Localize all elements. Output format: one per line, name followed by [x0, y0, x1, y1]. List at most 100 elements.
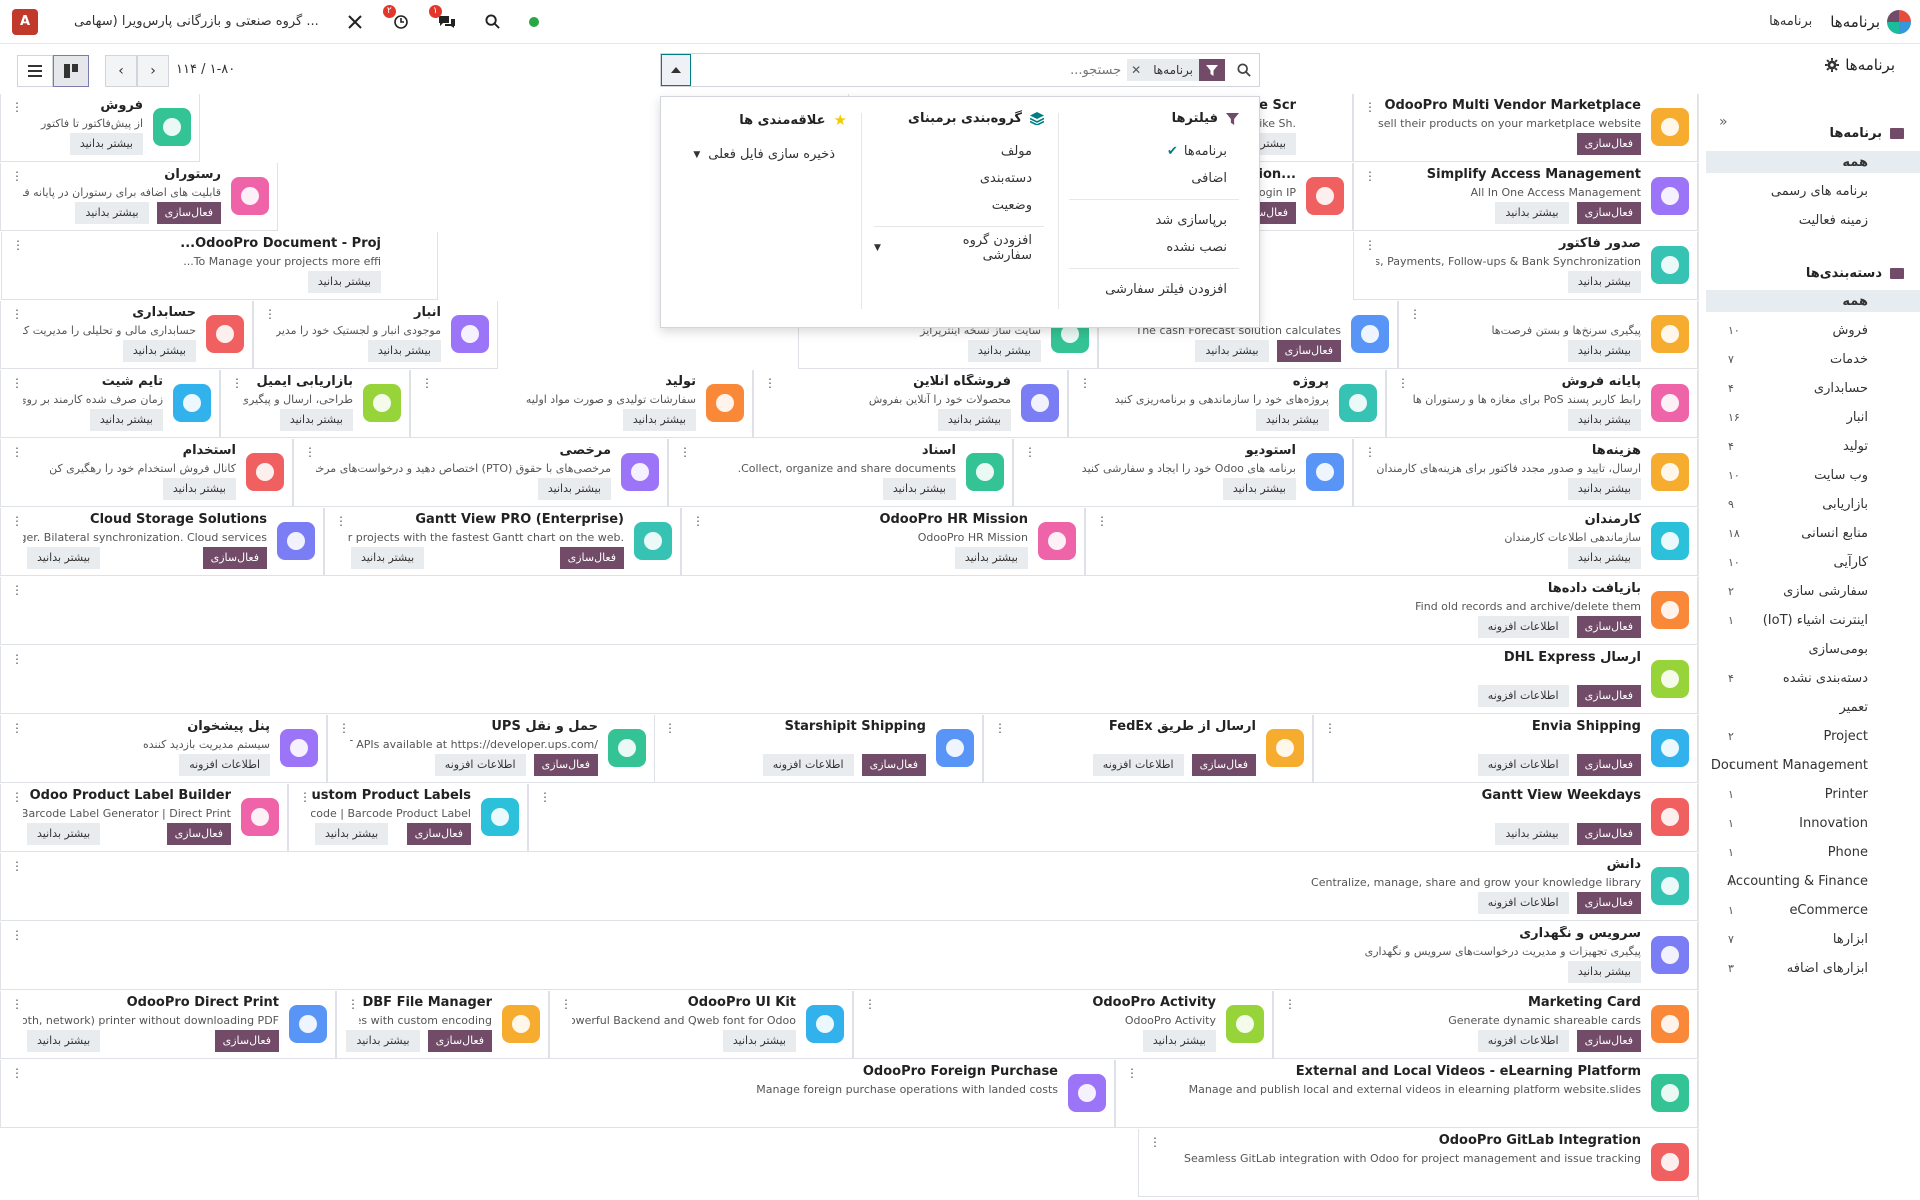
learn-more-button[interactable]: بیشتر بدانید [622, 409, 696, 431]
card-menu-icon[interactable]: ⋮ [994, 721, 1006, 735]
card-menu-icon[interactable]: ⋮ [12, 238, 24, 252]
card-menu-icon[interactable]: ⋮ [11, 583, 23, 597]
groupby-state[interactable]: وضعیت [874, 192, 1044, 219]
activate-button[interactable]: فعال‌سازی [406, 823, 471, 845]
learn-more-button[interactable]: بیشتر بدانید [279, 409, 353, 431]
card-menu-icon[interactable]: ⋮ [11, 514, 23, 528]
activate-button[interactable]: فعال‌سازی [533, 754, 598, 776]
activate-button[interactable]: فعال‌سازی [1576, 1030, 1641, 1052]
activate-button[interactable]: فعال‌سازی [1191, 754, 1256, 776]
filter-not-installed[interactable]: نصب نشده [1069, 234, 1239, 261]
sidebar-category[interactable]: تعمیر [1706, 696, 1920, 718]
kanban-view-button[interactable] [53, 55, 89, 87]
card-menu-icon[interactable]: ⋮ [539, 790, 551, 804]
learn-more-button[interactable]: بیشتر بدانید [1567, 478, 1641, 500]
filter-extra[interactable]: اضافی [1069, 165, 1239, 192]
card-menu-icon[interactable]: ⋮ [1397, 376, 1409, 390]
learn-more-button[interactable]: بیشتر بدانید [1567, 271, 1641, 293]
pager-previous-button[interactable]: ‹ [105, 55, 137, 87]
sidebar-app-filter[interactable]: برنامه های رسمی [1706, 180, 1920, 202]
card-menu-icon[interactable]: ⋮ [1079, 376, 1091, 390]
user-avatar[interactable]: A [12, 8, 38, 35]
card-menu-icon[interactable]: ⋮ [11, 1066, 23, 1080]
learn-more-button[interactable]: بیشتر بدانید [367, 340, 441, 362]
app-card[interactable]: ⋮OdooPro Document - Proj...To Manage you… [1, 232, 438, 300]
card-menu-icon[interactable]: ⋮ [299, 790, 311, 804]
card-menu-icon[interactable]: ⋮ [347, 997, 359, 1011]
activate-button[interactable]: فعال‌سازی [166, 823, 231, 845]
module-info-button[interactable]: اطلاعات افزونه [1092, 754, 1184, 776]
learn-more-button[interactable]: بیشتر بدانید [954, 547, 1028, 569]
card-menu-icon[interactable]: ⋮ [11, 928, 23, 942]
learn-more-button[interactable]: بیشتر بدانید [1195, 340, 1269, 362]
learn-more-button[interactable]: بیشتر بدانید [1567, 340, 1641, 362]
app-card[interactable]: ⋮Odoo Product Label BuilderProduct Barco… [0, 784, 288, 852]
learn-more-button[interactable]: بیشتر بدانید [89, 409, 163, 431]
module-info-button[interactable]: اطلاعات افزونه [179, 754, 270, 776]
learn-more-button[interactable]: بیشتر بدانید [75, 202, 149, 224]
learn-more-button[interactable]: بیشتر بدانید [937, 409, 1011, 431]
learn-more-button[interactable]: بیشتر بدانید [1142, 1030, 1216, 1052]
activate-button[interactable]: فعال‌سازی [214, 1030, 279, 1052]
learn-more-button[interactable]: بیشتر بدانید [346, 1030, 420, 1052]
card-menu-icon[interactable]: ⋮ [1149, 1135, 1161, 1149]
learn-more-button[interactable]: بیشتر بدانید [1567, 409, 1641, 431]
card-menu-icon[interactable]: ⋮ [11, 997, 23, 1011]
card-menu-icon[interactable]: ⋮ [335, 514, 347, 528]
card-menu-icon[interactable]: ⋮ [11, 652, 23, 666]
app-card[interactable]: ⋮OdooPro Direct PrintUsing Printjs v1.5.… [0, 991, 336, 1059]
pager-value[interactable]: ۱-۸۰ / ۱۱۴ [176, 62, 236, 77]
activate-button[interactable]: فعال‌سازی [1276, 340, 1341, 362]
card-menu-icon[interactable]: ⋮ [264, 307, 276, 321]
app-card[interactable]: ⋮حمل و نقل UPS/Send your shippings throu… [327, 715, 655, 783]
card-menu-icon[interactable]: ⋮ [664, 721, 676, 735]
learn-more-button[interactable]: بیشتر بدانید [307, 271, 381, 293]
card-menu-icon[interactable]: ⋮ [1364, 100, 1376, 114]
sidebar-category[interactable]: بومی‌سازی [1706, 638, 1920, 660]
learn-more-button[interactable]: بیشتر بدانید [1222, 478, 1296, 500]
card-menu-icon[interactable]: ⋮ [1096, 514, 1108, 528]
learn-more-button[interactable]: بیشتر بدانید [351, 547, 425, 569]
groupby-author[interactable]: مولف [874, 138, 1044, 165]
module-info-button[interactable]: اطلاعات افزونه [1477, 892, 1569, 914]
gear-icon[interactable] [1825, 58, 1840, 72]
app-card[interactable]: ⋮Gantt View PRO (Enterprise).Manage and … [324, 508, 681, 576]
activate-button[interactable]: فعال‌سازی [427, 1030, 492, 1052]
facet-remove-icon[interactable]: ✕ [1127, 59, 1148, 81]
card-menu-icon[interactable]: ⋮ [1284, 997, 1296, 1011]
add-custom-filter[interactable]: افزودن فیلتر سفارشی [1069, 276, 1239, 303]
learn-more-button[interactable]: بیشتر بدانید [967, 340, 1041, 362]
card-menu-icon[interactable]: ⋮ [11, 721, 23, 735]
groupby-category[interactable]: دسته‌بندی [874, 165, 1044, 192]
card-menu-icon[interactable]: ⋮ [560, 997, 572, 1011]
card-menu-icon[interactable]: ⋮ [11, 100, 23, 114]
home-menu-icon[interactable] [1886, 9, 1912, 35]
activate-button[interactable]: فعال‌سازی [1576, 616, 1641, 638]
learn-more-button[interactable]: بیشتر بدانید [1495, 823, 1569, 845]
app-brand[interactable]: برنامه‌ها [1830, 12, 1880, 31]
sidebar-category[interactable]: همه [1706, 290, 1920, 312]
activate-button[interactable]: فعال‌سازی [1576, 823, 1641, 845]
card-menu-icon[interactable]: ⋮ [1364, 445, 1376, 459]
